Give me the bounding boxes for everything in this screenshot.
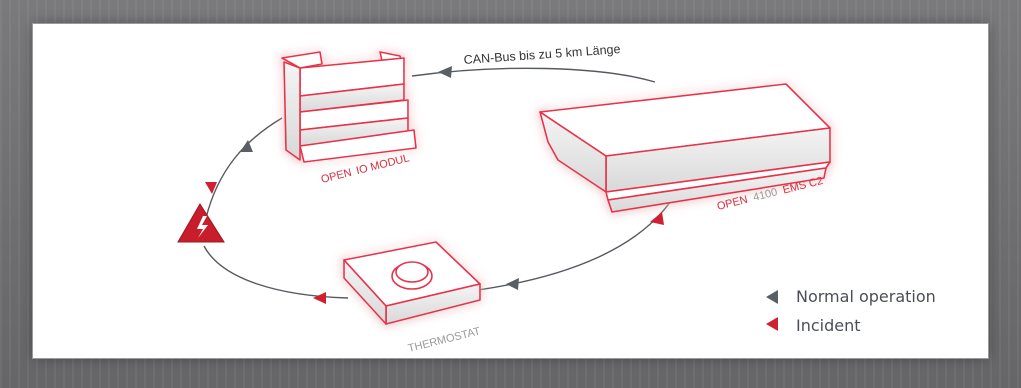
ems-prefix: OPEN [716,194,749,213]
bus-line-io-to-warning [205,117,283,219]
normal-arrow-left [240,140,253,152]
legend-incident-label: Incident [796,316,861,335]
legend-normal-arrow-icon [766,290,778,304]
incident-arrow-left [205,182,217,194]
bus-label: CAN-Bus bis zu 5 km Länge [463,42,621,67]
thermostat-device [343,241,481,325]
bus-label-text: CAN-Bus bis zu 5 km Länge [463,42,621,67]
ems-controller-device [539,83,831,213]
incident-arrow-bottom [313,292,326,304]
normal-arrow-bottom-right [506,278,519,290]
legend-normal-label: Normal operation [796,287,936,306]
incident-arrow-ems [650,212,664,225]
bus-line-warning-to-thermostat [203,245,349,299]
ems-number: 4100 [752,186,779,204]
normal-arrows [240,66,519,290]
io-module-prefix: OPEN [320,167,353,186]
thermostat-label-text: THERMOSTAT [407,325,482,355]
thermostat-label: THERMOSTAT [407,325,482,355]
legend: Normal operation Incident [766,287,936,335]
io-module-device [281,51,417,163]
incident-arrows [205,182,664,304]
io-module-model: IO MODUL [355,152,411,177]
normal-arrow-top [438,66,452,78]
legend-incident-arrow-icon [766,317,778,331]
diagram-panel [33,24,988,358]
lightning-warning-icon [177,203,225,243]
